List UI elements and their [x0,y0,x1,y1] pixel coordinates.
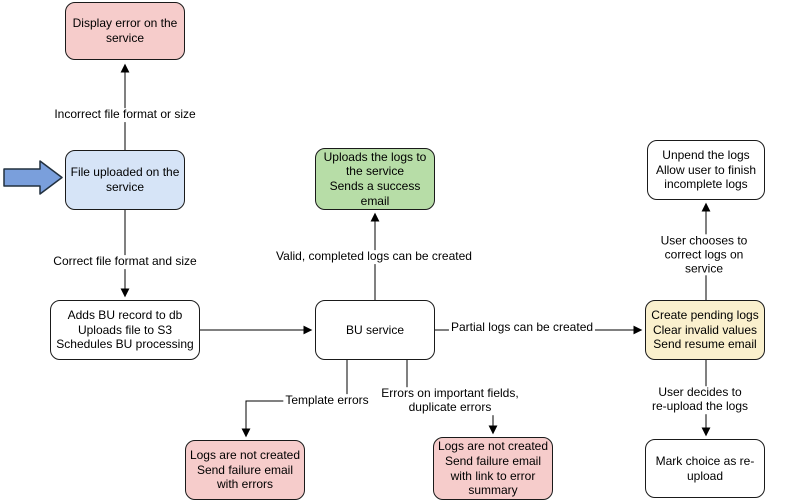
node-failure-fields: Logs are not created Send failure email … [433,437,553,500]
edge-label-correct-format: Correct file format and size [51,254,199,269]
entry-block-arrow-icon [3,160,63,195]
edge-label-partial-logs: Partial logs can be created [448,320,596,335]
edge-label-reupload-decision: User decides to re-upload the logs [649,385,751,414]
node-process-upload: Adds BU record to db Uploads file to S3 … [50,300,200,360]
edge-label-valid-logs: Valid, completed logs can be created [274,249,474,264]
node-file-uploaded: File uploaded on the service [65,150,185,210]
node-mark-reupload: Mark choice as re- upload [645,439,765,498]
edge-label-important-field-errors: Errors on important fields, duplicate er… [379,386,521,415]
edge-label-incorrect-format: Incorrect file format or size [52,107,198,122]
node-create-pending: Create pending logs Clear invalid values… [645,300,765,360]
node-failure-template: Logs are not created Send failure email … [185,440,305,500]
edge-label-correct-on-service: User chooses to correct logs on service [655,233,753,276]
node-bu-service: BU service [315,300,435,360]
edge-label-template-errors: Template errors [283,393,371,408]
node-unpend-logs: Unpend the logs Allow user to finish inc… [647,140,765,200]
node-display-error: Display error on the service [65,2,185,60]
node-success-upload: Uploads the logs to the service Sends a … [315,148,435,210]
